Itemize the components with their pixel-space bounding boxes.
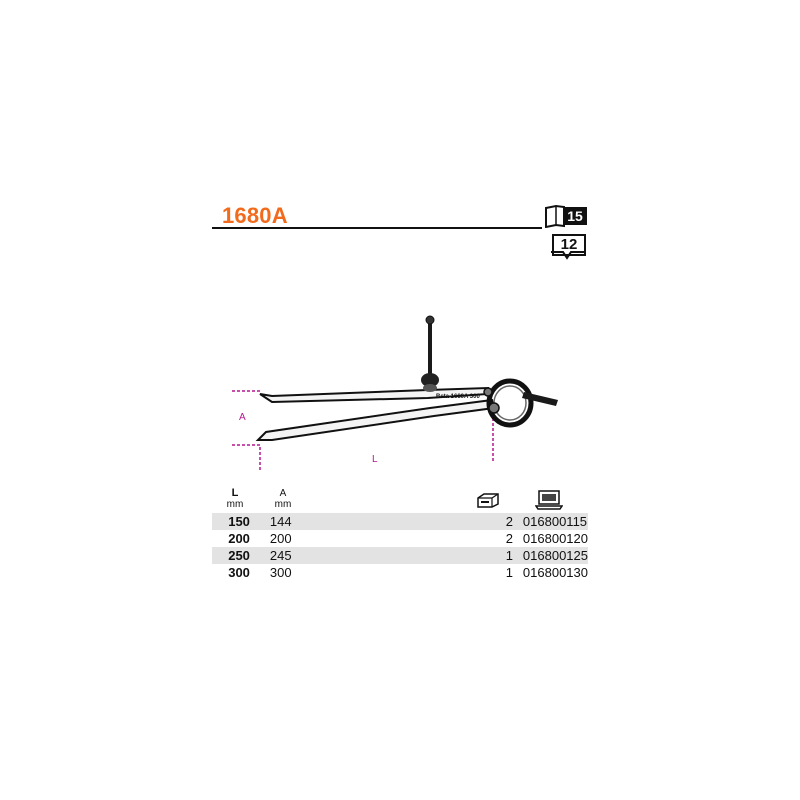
cell-code: 016800130 (522, 565, 588, 580)
cell-l: 150 (212, 513, 270, 530)
table-row: 150 144 2 016800115 (212, 513, 588, 530)
cell-qty: 1 (505, 565, 513, 580)
table-row: 250 245 1 016800125 (212, 547, 588, 564)
product-code-title: 1680A (222, 203, 288, 228)
adjusting-screw (428, 322, 432, 384)
cell-l: 200 (228, 531, 250, 546)
dimension-a-bottom-guide (232, 444, 261, 470)
specs-table: 150 144 2 016800115 200 200 2 016800120 … (212, 513, 588, 581)
inside-caliper-drawing: Beta 1680A 300 (232, 315, 558, 470)
dimension-a-label: A (239, 412, 246, 423)
toolbox-icon (477, 493, 499, 508)
cell-a: 200 (269, 531, 292, 546)
dimension-l-label: L (372, 454, 378, 465)
cell-qty: 2 (329, 513, 523, 530)
package-quantity-icon (551, 251, 585, 260)
computer-icon (535, 490, 563, 510)
caliper-lower-leg (255, 398, 496, 441)
column-header-l-name: L (231, 487, 239, 499)
table-row: 300 300 1 016800130 (212, 564, 588, 581)
cell-l: 300 (228, 565, 250, 580)
column-header-l: L mm (222, 487, 248, 511)
column-header-a: A mm (270, 488, 296, 510)
cell-code: 016800115 (522, 513, 588, 530)
cell-code: 016800125 (522, 547, 588, 564)
cell-l: 250 (212, 547, 270, 564)
cell-qty: 1 (329, 547, 523, 564)
engraving-text: Beta 1680A 300 (436, 394, 480, 400)
catalog-page-badge (544, 204, 588, 228)
table-row: 200 200 2 016800120 (212, 530, 588, 547)
column-header-a-unit: mm (274, 499, 292, 510)
column-header-a-name: A (279, 488, 287, 499)
cell-a: 300 (269, 565, 292, 580)
spring-tail (522, 392, 558, 406)
cell-a: 245 (269, 547, 330, 564)
title-divider (212, 227, 542, 229)
cell-a: 144 (269, 513, 330, 530)
cell-qty: 2 (505, 531, 513, 546)
screw-head (425, 315, 435, 325)
spring-bow (486, 378, 534, 428)
adjusting-nut (421, 373, 439, 387)
catalog-book-icon (545, 204, 565, 228)
catalog-page-number: 15 (563, 207, 587, 225)
column-header-l-unit: mm (226, 499, 244, 510)
cell-code: 016800120 (522, 531, 588, 546)
